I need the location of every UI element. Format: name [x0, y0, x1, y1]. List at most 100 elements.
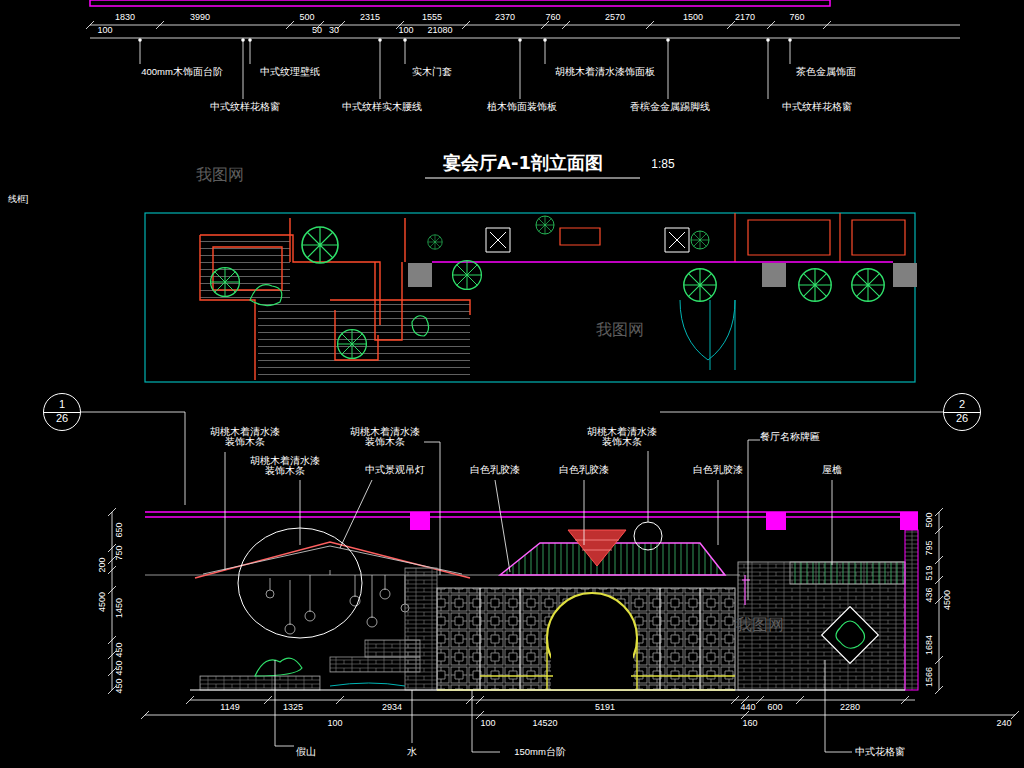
plan-view-part — [691, 231, 709, 249]
elevation-view-part — [380, 589, 390, 599]
dimension-value: 600 — [767, 703, 782, 713]
callout-text: 白色乳胶漆 — [559, 465, 609, 475]
callout-number: 26 — [54, 412, 70, 426]
elevation-dimension-lines-part — [190, 700, 915, 701]
callout-number: 26 — [954, 412, 970, 426]
dimension-value: 1566 — [925, 667, 935, 687]
callout-text: 胡桃木着清水漆装饰木条 — [248, 456, 322, 477]
section-and-leader-lines-part — [412, 690, 413, 743]
plan-view — [145, 213, 917, 382]
callout-text: 中式纹理壁纸 — [260, 67, 320, 77]
callout-text: 餐厅名称牌匾 — [760, 432, 820, 442]
elevation-view-part — [367, 617, 377, 627]
leader-dots-part — [403, 38, 407, 42]
dimension-value: 100 — [327, 719, 342, 729]
dimension-value: 1500 — [683, 13, 703, 23]
plan-view-part — [338, 330, 367, 359]
elevation-view-part — [551, 638, 633, 690]
dimension-value: 100 — [97, 26, 112, 36]
section-and-leader-lines-part — [472, 690, 500, 752]
dimension-value: 1555 — [422, 13, 442, 23]
dimension-value: 1450 — [115, 598, 125, 618]
section-and-leader-lines-part — [648, 451, 649, 522]
elevation-view-part — [305, 611, 315, 621]
dimension-value: 5191 — [595, 703, 615, 713]
elevation-view-part — [190, 690, 905, 691]
section-and-leader-lines-part — [748, 440, 760, 600]
elevation-view-part — [365, 640, 420, 657]
plan-view-part — [486, 228, 689, 252]
callout-text: 150mm台阶 — [514, 747, 566, 757]
callout-text: 白色乳胶漆 — [470, 465, 520, 475]
top-dimension-lines-part — [243, 40, 768, 99]
dimension-value: 3990 — [190, 13, 210, 23]
dimension-value: 750 — [115, 545, 125, 560]
plan-view-part — [453, 261, 482, 290]
dimension-value: 519 — [925, 565, 935, 580]
elevation-view-part — [266, 590, 274, 598]
elevation-dimension-lines-part — [112, 512, 113, 690]
elevation-view — [145, 512, 918, 690]
elevation-view-part — [145, 511, 918, 513]
elevation-view-part — [255, 658, 302, 676]
elevation-view-part — [330, 657, 420, 672]
leader-dots-part — [378, 38, 382, 42]
plan-view-part — [680, 300, 735, 370]
dimension-value: 21080 — [427, 26, 452, 36]
elevation-view-part — [266, 570, 409, 634]
dimension-value: 500 — [925, 512, 935, 527]
dimension-value: 1149 — [220, 703, 239, 713]
dimension-value: 1684 — [925, 635, 935, 655]
dimension-value: 650 — [115, 522, 125, 537]
dimension-value: 2934 — [382, 703, 402, 713]
elevation-dimension-lines — [108, 508, 1019, 719]
elevation-view-part — [330, 683, 405, 686]
plan-view-part — [432, 261, 893, 262]
callout-text: 茶色金属饰面 — [796, 67, 856, 77]
plan-view-part — [258, 300, 470, 380]
top-dimension-lines-part — [86, 21, 831, 29]
elevation-view-part — [270, 570, 405, 625]
section-and-leader-lines-part — [584, 480, 585, 545]
callout-text: 实木门套 — [412, 67, 452, 77]
section-callout-circle: 226 — [943, 393, 981, 431]
elevation-view-part — [480, 588, 700, 690]
plan-view-part — [250, 285, 429, 336]
plan-view-part — [428, 235, 442, 249]
callout-text: 胡桃木着清水漆装饰木条 — [208, 427, 282, 448]
callout-text: 胡桃木着清水漆饰面板 — [555, 67, 655, 77]
callout-text: 中式纹样花格窗 — [210, 102, 280, 112]
callout-number: 2 — [957, 398, 967, 412]
elevation-view-part — [822, 607, 879, 664]
dimension-value: 1830 — [115, 13, 135, 23]
plan-view-part — [145, 213, 915, 382]
leader-dots-part — [518, 38, 522, 42]
section-and-leader-lines — [80, 412, 945, 752]
dimension-value: 240 — [996, 719, 1011, 729]
callout-number: 1 — [57, 398, 67, 412]
dimension-value: 760 — [789, 13, 804, 23]
elevation-view-part — [500, 543, 725, 575]
section-and-leader-lines-part — [300, 480, 301, 545]
callout-text: 胡桃木着清水漆装饰木条 — [348, 427, 422, 448]
elevation-view-part — [285, 624, 295, 634]
plan-view-part — [200, 218, 470, 380]
elevation-view-part — [790, 562, 905, 584]
callout-text: 水 — [407, 747, 417, 757]
callout-text: 中式纹样实木腰线 — [342, 102, 422, 112]
elevation-dimension-lines-part — [935, 508, 943, 694]
callout-text: 胡桃木着清水漆装饰木条 — [585, 427, 659, 448]
top-dimension-lines-part — [425, 177, 640, 178]
leader-dots-part — [666, 38, 670, 42]
dimension-value: 440 — [740, 703, 755, 713]
dimension-value: 450 — [115, 642, 125, 657]
dimension-value: 30 — [329, 26, 339, 36]
dimension-value: 760 — [545, 13, 560, 23]
section-and-leader-lines-part — [340, 480, 372, 548]
frame-note: 线框] — [8, 195, 29, 205]
section-and-leader-lines-part — [225, 452, 226, 570]
callout-text: 400mm木饰面台阶 — [141, 67, 223, 77]
elevation-dimension-lines-part — [145, 715, 1015, 716]
dimension-value: 4500 — [943, 590, 953, 610]
